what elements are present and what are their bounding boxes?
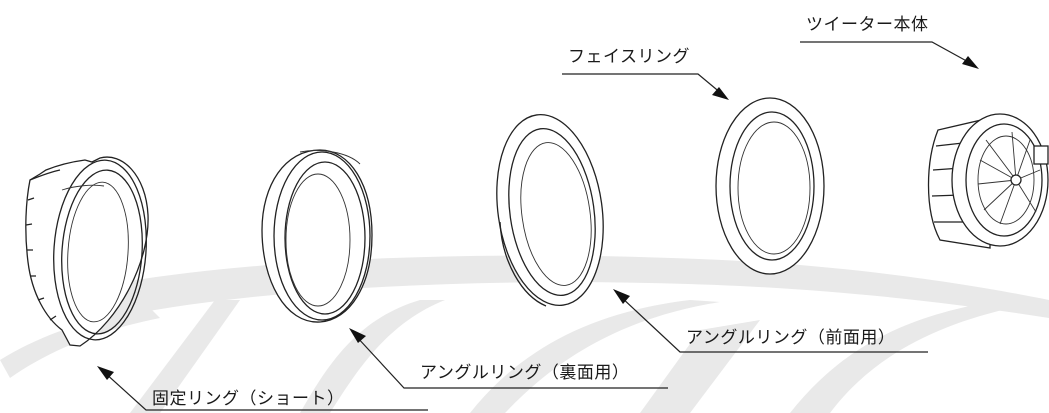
- leader-face-ring: [562, 73, 729, 100]
- leader-fixing-ring-short: [97, 366, 428, 411]
- tweeter-body: [927, 113, 1049, 249]
- fixing-ring-short: [25, 156, 149, 347]
- label-angle-ring-back: アングルリング（裏面用）: [420, 362, 629, 383]
- leader-angle-ring-front: [613, 289, 928, 353]
- label-face-ring: フェイスリング: [568, 47, 690, 67]
- face-ring: [715, 97, 825, 275]
- leader-angle-ring-back: [349, 328, 668, 389]
- label-angle-ring-front: アングルリング（前面用）: [686, 328, 895, 348]
- angle-ring-front: [496, 114, 604, 307]
- leader-tweeter-body: [800, 41, 979, 69]
- angle-ring-back: [261, 149, 373, 323]
- label-tweeter-body: ツイーター本体: [806, 15, 929, 35]
- label-fixing-ring-short: 固定リング（ショート）: [152, 389, 345, 409]
